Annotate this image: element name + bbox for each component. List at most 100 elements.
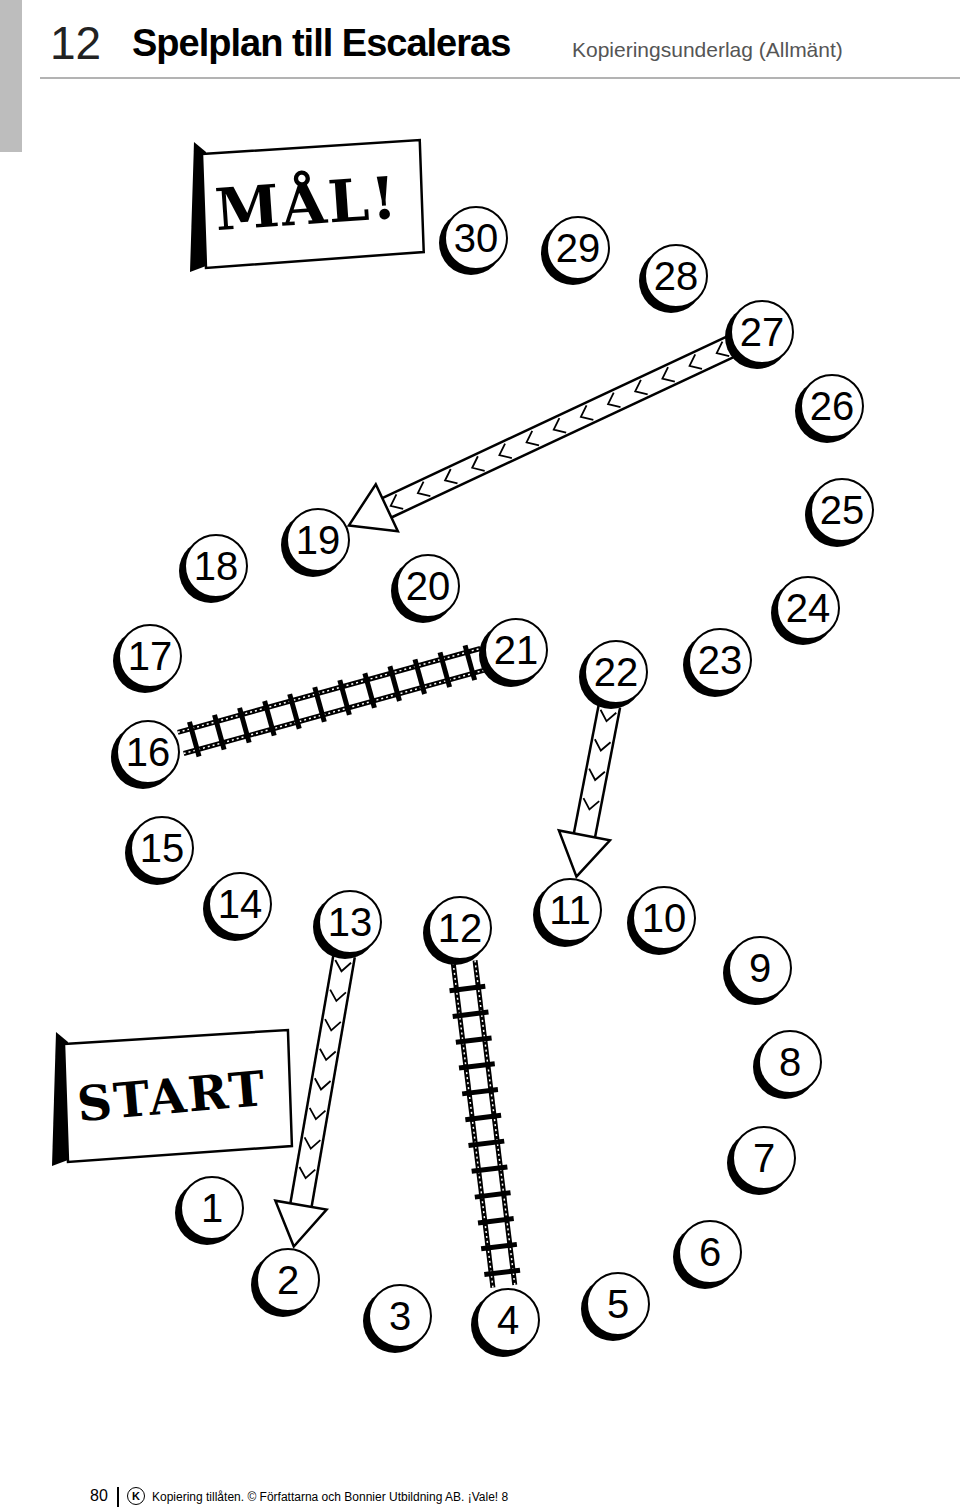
- arrow-head: [559, 830, 610, 876]
- arrow-chevron: [315, 1078, 331, 1089]
- ladder-rail: [453, 963, 493, 1288]
- ladder-rung: [456, 1038, 492, 1042]
- ladder-rung: [481, 1244, 517, 1248]
- slide-arrow: [349, 342, 731, 532]
- ladder-rung: [265, 701, 275, 736]
- board-square: 20: [396, 554, 460, 618]
- goal-sign: START: [50, 1028, 294, 1164]
- rope-texture: [475, 960, 515, 1285]
- arrow-band: [301, 956, 344, 1206]
- square-number: 13: [328, 902, 373, 942]
- arrow-head: [275, 1201, 326, 1247]
- square-number: 19: [296, 520, 341, 560]
- square-number: 20: [406, 566, 451, 606]
- ladder: [178, 645, 486, 756]
- footer-bar: [117, 1487, 119, 1507]
- board-square: 5: [586, 1272, 650, 1336]
- arrow-band-outline: [387, 346, 731, 507]
- board-square: 11: [538, 878, 602, 942]
- rope-texture: [453, 963, 493, 1288]
- square-number: 15: [140, 828, 185, 868]
- board-square: 27: [730, 300, 794, 364]
- square-number: 26: [810, 386, 855, 426]
- arrow-chevron: [595, 739, 611, 750]
- ladder-rung: [365, 673, 375, 708]
- ladder-rung: [475, 1193, 511, 1197]
- ladder-rung: [478, 1219, 514, 1223]
- ladder-rung: [215, 715, 225, 750]
- board-square: 6: [678, 1220, 742, 1284]
- square-number: 5: [607, 1284, 629, 1324]
- square-number: 29: [556, 228, 601, 268]
- arrow-band-outline: [301, 956, 344, 1206]
- board-square: 10: [632, 886, 696, 950]
- arrow-chevron: [305, 1137, 321, 1148]
- square-number: 21: [494, 630, 539, 670]
- square-number: 14: [218, 884, 263, 924]
- arrow-chevron: [690, 354, 702, 368]
- board-square: 30: [444, 206, 508, 270]
- board-square: 22: [584, 640, 648, 704]
- square-number: 3: [389, 1296, 411, 1336]
- slide-arrow: [559, 705, 616, 876]
- board-square: 21: [484, 618, 548, 682]
- arrow-chevron: [310, 1108, 326, 1119]
- ladder-rail: [184, 670, 486, 754]
- sign-face: [202, 140, 424, 268]
- ladder-rung: [459, 1064, 495, 1068]
- arrow-chevron: [472, 456, 484, 470]
- sign-face: [64, 1030, 292, 1162]
- arrow-head: [349, 484, 398, 531]
- ladder-rung: [290, 694, 300, 729]
- square-number: 24: [786, 588, 831, 628]
- ladder-rail: [178, 648, 480, 732]
- square-number: 18: [194, 546, 239, 586]
- ladder-rung: [440, 652, 450, 687]
- arrow-chevron: [330, 990, 346, 1001]
- square-number: 1: [201, 1188, 223, 1228]
- board-square: 2: [256, 1248, 320, 1312]
- arrow-chevron: [608, 393, 620, 407]
- goal-sign: MÅL!: [188, 138, 426, 270]
- arrow-chevron: [583, 798, 599, 809]
- square-number: 28: [654, 256, 699, 296]
- board-square: 28: [644, 244, 708, 308]
- rope-texture: [178, 648, 480, 732]
- arrow-chevron: [325, 1019, 341, 1030]
- square-number: 8: [779, 1042, 801, 1082]
- board-square: 23: [688, 628, 752, 692]
- square-number: 30: [454, 218, 499, 258]
- square-number: 27: [740, 312, 785, 352]
- ladder-rung: [468, 1141, 504, 1145]
- square-number: 7: [753, 1138, 775, 1178]
- footer-page-number: 80: [90, 1487, 108, 1505]
- arrow-band-outline: [584, 705, 609, 835]
- board-square: 13: [318, 890, 382, 954]
- arrow-chevron: [335, 960, 351, 971]
- ladder-rung: [465, 1115, 501, 1119]
- arrow-chevron: [601, 710, 617, 721]
- subtitle: Kopieringsunderlag (Allmänt): [572, 38, 843, 62]
- arrow-chevron: [717, 342, 729, 356]
- arrow-chevron: [299, 1167, 315, 1178]
- arrow-band: [584, 705, 609, 835]
- arrow-chevron: [581, 405, 593, 419]
- square-number: 9: [749, 948, 771, 988]
- ladder: [450, 960, 520, 1287]
- square-number: 16: [126, 732, 171, 772]
- board-square: 24: [776, 576, 840, 640]
- board-square: 29: [546, 216, 610, 280]
- board-square: 16: [116, 720, 180, 784]
- square-number: 25: [820, 490, 865, 530]
- ladder-rung: [450, 986, 486, 990]
- ladder-rung: [340, 680, 350, 715]
- square-number: 10: [642, 898, 687, 938]
- margin-tab: [0, 0, 22, 152]
- ladder-rung: [390, 666, 400, 701]
- arrow-chevron: [527, 431, 539, 445]
- arrow-chevron: [499, 444, 511, 458]
- copyright-logo: K: [127, 1487, 145, 1505]
- arrow-chevron: [391, 494, 403, 508]
- board-square: 7: [732, 1126, 796, 1190]
